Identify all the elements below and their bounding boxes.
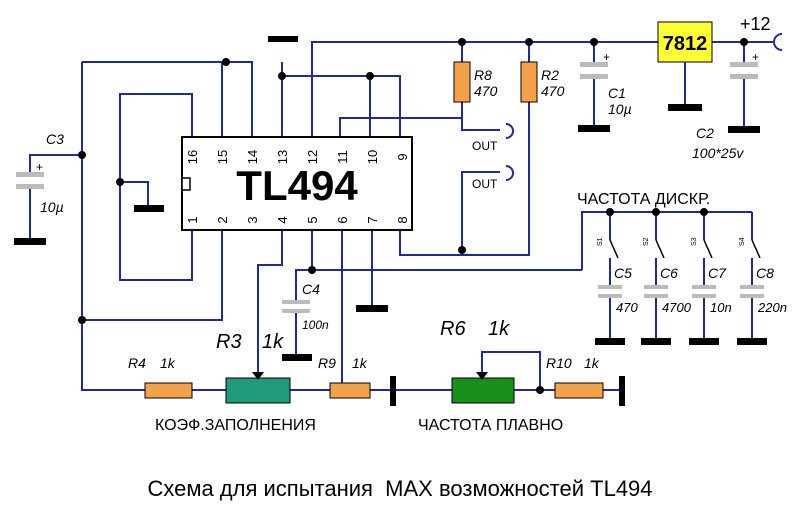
svg-text:OUT: OUT [472, 139, 498, 153]
ground-bars [14, 36, 760, 406]
supply-label: +12 [740, 14, 771, 34]
regulator-7812: 7812 [657, 21, 713, 104]
svg-text:1k: 1k [352, 355, 368, 371]
svg-text:R2: R2 [541, 67, 559, 83]
cap-name: C8 [756, 265, 774, 281]
svg-text:C1: C1 [608, 85, 626, 101]
label-duty: КОЭФ.ЗАПОЛНЕНИЯ [155, 417, 316, 434]
switch-label: S1 [597, 237, 604, 246]
svg-text:R6: R6 [440, 318, 466, 340]
resistor-r9: R9 1k [318, 355, 371, 399]
svg-text:1k: 1k [488, 318, 510, 340]
ic-pins-bottom: 1 2 3 4 5 6 7 8 [185, 216, 410, 223]
regulator-label: 7812 [663, 33, 708, 55]
ic-pin-11: 11 [335, 150, 350, 164]
cap-name: C5 [614, 265, 632, 281]
ic-pin-12: 12 [305, 150, 320, 164]
svg-text:R9: R9 [318, 355, 336, 371]
svg-text:470: 470 [474, 83, 498, 99]
svg-text:100n: 100n [302, 318, 329, 332]
svg-text:R8: R8 [474, 67, 492, 83]
ic-pin-9: 9 [395, 153, 410, 160]
resistor-r2: R2 470 [520, 61, 565, 103]
ic-pin-4: 4 [275, 216, 290, 223]
junction-dots [78, 38, 748, 394]
svg-text:1k: 1k [160, 355, 176, 371]
cap-value: 10n [710, 300, 732, 315]
label-freq-discrete: ЧАСТОТА ДИСКР. [577, 191, 710, 208]
ic-pin-14: 14 [245, 150, 260, 164]
ic-pin-10: 10 [365, 150, 380, 164]
svg-text:470: 470 [541, 83, 565, 99]
cap-value: 220n [757, 300, 787, 315]
svg-text:R10: R10 [546, 355, 572, 371]
out-terminal-2: OUT [472, 165, 514, 191]
ic-pins-top: 16 15 14 13 12 11 10 9 [185, 150, 410, 164]
supply-terminal [773, 33, 783, 51]
ic-pin-1: 1 [185, 216, 200, 223]
svg-text:10µ: 10µ [608, 101, 632, 117]
svg-text:1k: 1k [584, 355, 600, 371]
svg-text:R4: R4 [128, 355, 146, 371]
ic-name: TL494 [236, 162, 358, 209]
cap-name: C7 [708, 265, 727, 281]
cap-name: C6 [660, 265, 678, 281]
ic-tl494: TL494 [181, 136, 413, 231]
ic-pin-3: 3 [245, 216, 260, 223]
switch-label: S2 [643, 237, 650, 246]
potentiometer-r6: R6 1k [440, 318, 515, 404]
label-freq-smooth: ЧАСТОТА ПЛАВНО [418, 417, 563, 434]
potentiometer-r3: R3 1k [216, 331, 291, 404]
svg-text:OUT: OUT [472, 177, 498, 191]
switch-label: S4 [739, 237, 746, 246]
ic-pin-15: 15 [215, 150, 230, 164]
svg-text:+: + [752, 50, 759, 64]
ic-pin-5: 5 [305, 216, 320, 223]
svg-text:100*25v: 100*25v [692, 145, 744, 161]
capacitor-c4: C4 100n [282, 281, 329, 354]
capacitor-c3: + C3 10µ [16, 131, 64, 238]
switch-label: S3 [691, 237, 698, 246]
resistor-r4: R4 1k [128, 355, 193, 399]
svg-text:+: + [36, 160, 43, 174]
ic-pin-2: 2 [215, 216, 230, 223]
svg-text:C3: C3 [46, 131, 64, 147]
caption: Схема для испытания MAX возможностей TL4… [147, 476, 652, 501]
ic-pin-13: 13 [275, 150, 290, 164]
out-terminal-1: OUT [472, 123, 514, 153]
cap-value: 4700 [662, 300, 692, 315]
capacitor-c2: + C2 100*25v [692, 50, 759, 161]
svg-text:C2: C2 [696, 125, 714, 141]
ic-pin-6: 6 [335, 216, 350, 223]
resistor-r10: R10 1k [546, 355, 604, 399]
svg-text:+: + [603, 50, 610, 64]
ic-pin-8: 8 [395, 216, 410, 223]
svg-text:C4: C4 [302, 281, 320, 297]
cap-value: 470 [616, 300, 638, 315]
resistor-r8: R8 470 [453, 61, 498, 103]
svg-text:1k: 1k [262, 331, 284, 353]
svg-text:R3: R3 [216, 331, 242, 353]
ic-pin-16: 16 [185, 150, 200, 164]
ic-pin-7: 7 [365, 216, 380, 223]
svg-text:10µ: 10µ [40, 199, 64, 215]
capacitor-c1: + C1 10µ [580, 50, 632, 125]
